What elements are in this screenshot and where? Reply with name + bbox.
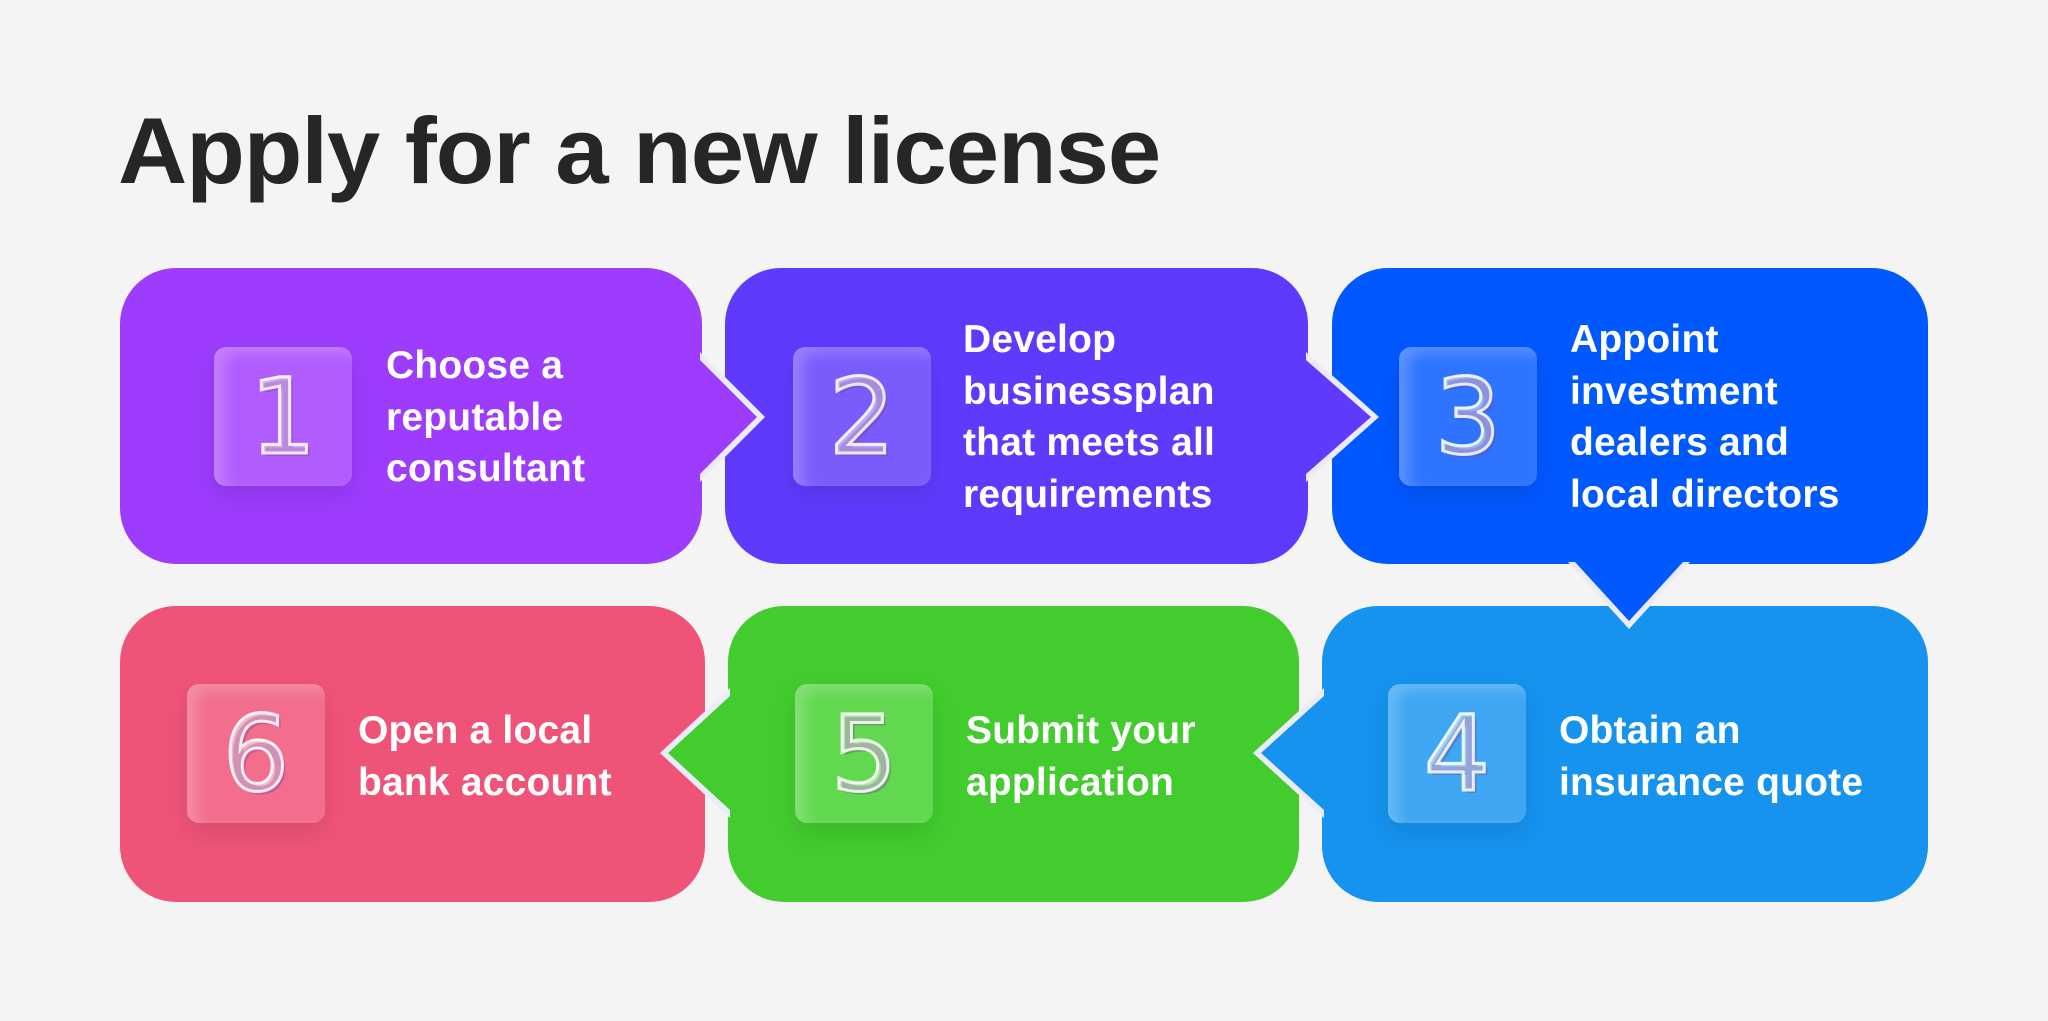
step-card-1: 1 Choose a reputable consultant (120, 268, 702, 564)
step-card-3: 3 Appoint investment dealers and local d… (1332, 268, 1928, 564)
step-number-tile-4: 4 (1388, 684, 1526, 823)
step-card-2: 2 Develop businessplan that meets all re… (725, 268, 1308, 564)
number-3-icon: 3 (1433, 355, 1502, 478)
step-number-tile-6: 6 (187, 684, 325, 823)
step-label-6: Open a local bank account (358, 709, 612, 804)
number-5-icon: 5 (829, 692, 898, 815)
step-label-5: Submit your application (966, 709, 1196, 804)
number-4-icon: 4 (1422, 692, 1491, 815)
step-number-tile-2: 2 (793, 347, 931, 486)
number-2-icon: 2 (827, 355, 896, 478)
step-number-tile-3: 3 (1399, 347, 1537, 486)
step-label-2: Develop businessplan that meets all requ… (963, 318, 1216, 516)
number-1-icon: 1 (248, 355, 317, 478)
step-card-6: 6 Open a local bank account (120, 606, 705, 902)
number-6-icon: 6 (221, 692, 290, 815)
step-number-tile-1: 1 (214, 347, 352, 486)
step-label-1: Choose a reputable consultant (386, 344, 586, 490)
page-title: Apply for a new license (118, 98, 1161, 203)
step-number-tile-5: 5 (795, 684, 933, 823)
step-card-4: 4 Obtain an insurance quote (1322, 606, 1928, 902)
step-label-3: Appoint investment dealers and local dir… (1570, 318, 1840, 516)
step-label-4: Obtain an insurance quote (1559, 709, 1864, 804)
step-card-5: 5 Submit your application (728, 606, 1299, 902)
